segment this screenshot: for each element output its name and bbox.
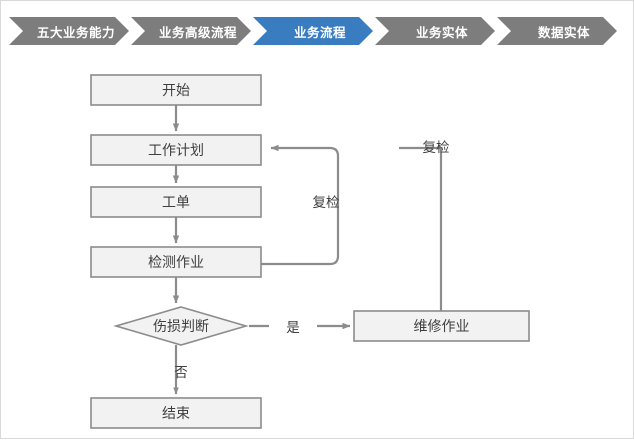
chevron-shape-0[interactable] xyxy=(9,17,129,45)
edge-inspect-recheck-to-plan xyxy=(261,144,340,266)
node-start[interactable] xyxy=(90,74,262,106)
chevron-shape-4[interactable] xyxy=(497,17,617,45)
chevron-shape-3[interactable] xyxy=(375,17,495,45)
node-work-order[interactable] xyxy=(90,186,262,218)
node-end[interactable] xyxy=(90,397,262,429)
chevron-shape-2[interactable] xyxy=(253,17,373,45)
chevron-shape-1[interactable] xyxy=(131,17,251,45)
node-inspection-task[interactable] xyxy=(90,246,262,278)
node-damage-decision[interactable] xyxy=(113,306,249,346)
breadcrumb-chevrons xyxy=(9,17,617,45)
node-repair-task[interactable] xyxy=(353,310,530,342)
edge-repair-recheck-to-plan xyxy=(399,146,443,311)
node-work-plan[interactable] xyxy=(90,134,262,166)
